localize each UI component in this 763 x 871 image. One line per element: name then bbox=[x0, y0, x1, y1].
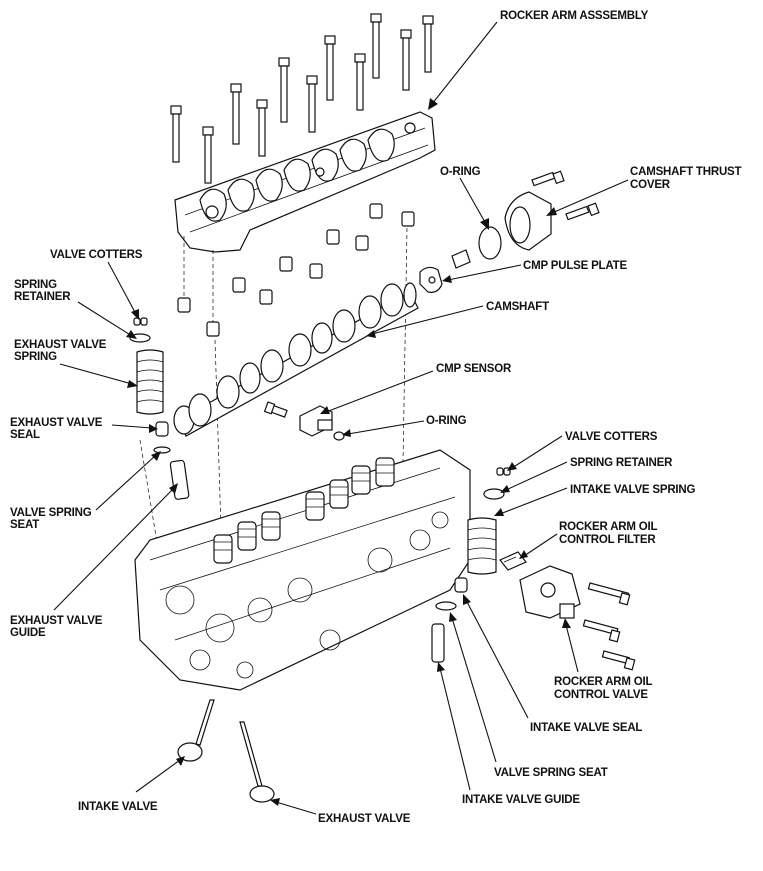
label-valve-cotters-left: VALVE COTTERS bbox=[50, 249, 143, 261]
intake-valve bbox=[177, 699, 215, 762]
label-cmp-pulse-plate: CMP PULSE PLATE bbox=[523, 260, 627, 272]
label-intake-valve-seal: INTAKE VALVE SEAL bbox=[530, 722, 642, 734]
rocker-arm-oil-control-valve bbox=[519, 565, 636, 671]
label-rocker-arm-oil-control-valve-line2: CONTROL VALVE bbox=[554, 689, 648, 701]
label-exhaust-valve: EXHAUST VALVE bbox=[318, 813, 411, 825]
label-exhaust-valve-seal-line1: EXHAUST VALVE bbox=[10, 417, 103, 429]
label-cmp-sensor: CMP SENSOR bbox=[436, 363, 512, 375]
label-spring-retainer-right: SPRING RETAINER bbox=[570, 457, 673, 469]
label-o-ring-top: O-RING bbox=[440, 166, 481, 178]
label-camshaft-thrust-cover-line1: CAMSHAFT THRUST bbox=[630, 166, 742, 178]
label-exhaust-valve-seal-line2: SEAL bbox=[10, 429, 40, 441]
label-camshaft-thrust-cover-line2: COVER bbox=[630, 179, 671, 191]
label-exhaust-valve-guide-line1: EXHAUST VALVE bbox=[10, 615, 103, 627]
leader-lines bbox=[53, 21, 629, 815]
label-rocker-arm-oil-control-filter-line1: ROCKER ARM OIL bbox=[559, 521, 658, 533]
label-intake-valve-guide: INTAKE VALVE GUIDE bbox=[462, 794, 580, 806]
label-rocker-arm-assembly: ROCKER ARM ASSSEMBLY bbox=[500, 10, 649, 22]
label-rocker-arm-oil-control-valve-line1: ROCKER ARM OIL bbox=[554, 676, 653, 688]
label-spring-retainer-left-line1: SPRING bbox=[14, 279, 57, 291]
rocker-arm-assembly bbox=[174, 111, 436, 253]
exhaust-valve bbox=[239, 721, 275, 803]
label-exhaust-valve-guide-line2: GUIDE bbox=[10, 627, 46, 639]
camshaft bbox=[173, 282, 419, 437]
o-ring-mid bbox=[333, 431, 345, 441]
label-spring-retainer-left-line2: RETAINER bbox=[14, 291, 71, 303]
label-valve-spring-seat-right: VALVE SPRING SEAT bbox=[494, 767, 608, 779]
cmp-pulse-plate bbox=[419, 249, 471, 293]
label-camshaft: CAMSHAFT bbox=[486, 301, 549, 313]
cmp-sensor bbox=[263, 401, 333, 437]
rocker-arm-bolts bbox=[170, 13, 434, 184]
label-rocker-arm-oil-control-filter-line2: CONTROL FILTER bbox=[559, 534, 656, 546]
label-exhaust-valve-spring-line1: EXHAUST VALVE bbox=[14, 339, 107, 351]
intake-valve-train bbox=[431, 467, 511, 663]
cylinder-head bbox=[134, 449, 471, 691]
label-exhaust-valve-spring-line2: SPRING bbox=[14, 351, 57, 363]
rocker-arm-oil-control-filter bbox=[499, 551, 527, 571]
label-valve-spring-seat-left-line2: SEAT bbox=[10, 519, 39, 531]
label-intake-valve: INTAKE VALVE bbox=[78, 801, 158, 813]
label-o-ring-mid: O-RING bbox=[426, 415, 467, 427]
o-ring-top bbox=[478, 226, 502, 260]
label-valve-cotters-right: VALVE COTTERS bbox=[565, 431, 658, 443]
part-labels: ROCKER ARM ASSSEMBLY O-RING CAMSHAFT THR… bbox=[10, 10, 742, 825]
lash-adjusters bbox=[177, 203, 415, 337]
camshaft-thrust-cover bbox=[504, 170, 600, 251]
label-valve-spring-seat-left-line1: VALVE SPRING bbox=[10, 507, 92, 519]
label-intake-valve-spring: INTAKE VALVE SPRING bbox=[570, 484, 696, 496]
